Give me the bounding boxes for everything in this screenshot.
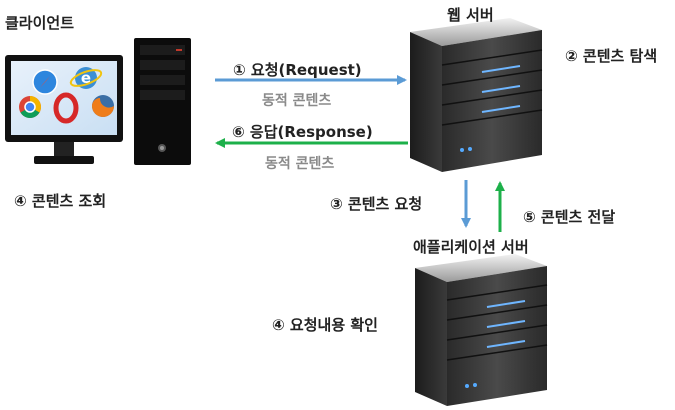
dynamic-content-label: 동적 콘텐츠: [265, 156, 335, 172]
client-label: 클라이언트: [5, 14, 75, 32]
safari-icon: [32, 69, 58, 95]
opera-icon: [53, 92, 79, 124]
app-server-label: 애플리케이션 서버: [413, 238, 529, 256]
content-deliver-label: ⑤ 콘텐츠 전달: [523, 208, 616, 226]
svg-text:e: e: [81, 69, 91, 87]
request-label: ① 요청(Request): [233, 61, 362, 79]
server-icon: [410, 18, 543, 172]
content-search-label: ② 콘텐츠 탐색: [565, 47, 658, 65]
pc-tower-icon: [134, 38, 191, 165]
dynamic-content-label: 동적 콘텐츠: [262, 93, 332, 109]
content-request-label: ③ 콘텐츠 요청: [330, 195, 423, 213]
web-server-label: 웹 서버: [447, 6, 494, 24]
check-request-label: ④ 요청내용 확인: [272, 316, 378, 334]
response-label: ⑥ 응답(Response): [232, 123, 373, 141]
firefox-icon: [92, 95, 114, 117]
chrome-icon: [19, 96, 41, 118]
server-icon: [415, 254, 548, 406]
ie-icon: e: [69, 67, 103, 89]
content-view-label: ④ 콘텐츠 조회: [14, 192, 107, 210]
